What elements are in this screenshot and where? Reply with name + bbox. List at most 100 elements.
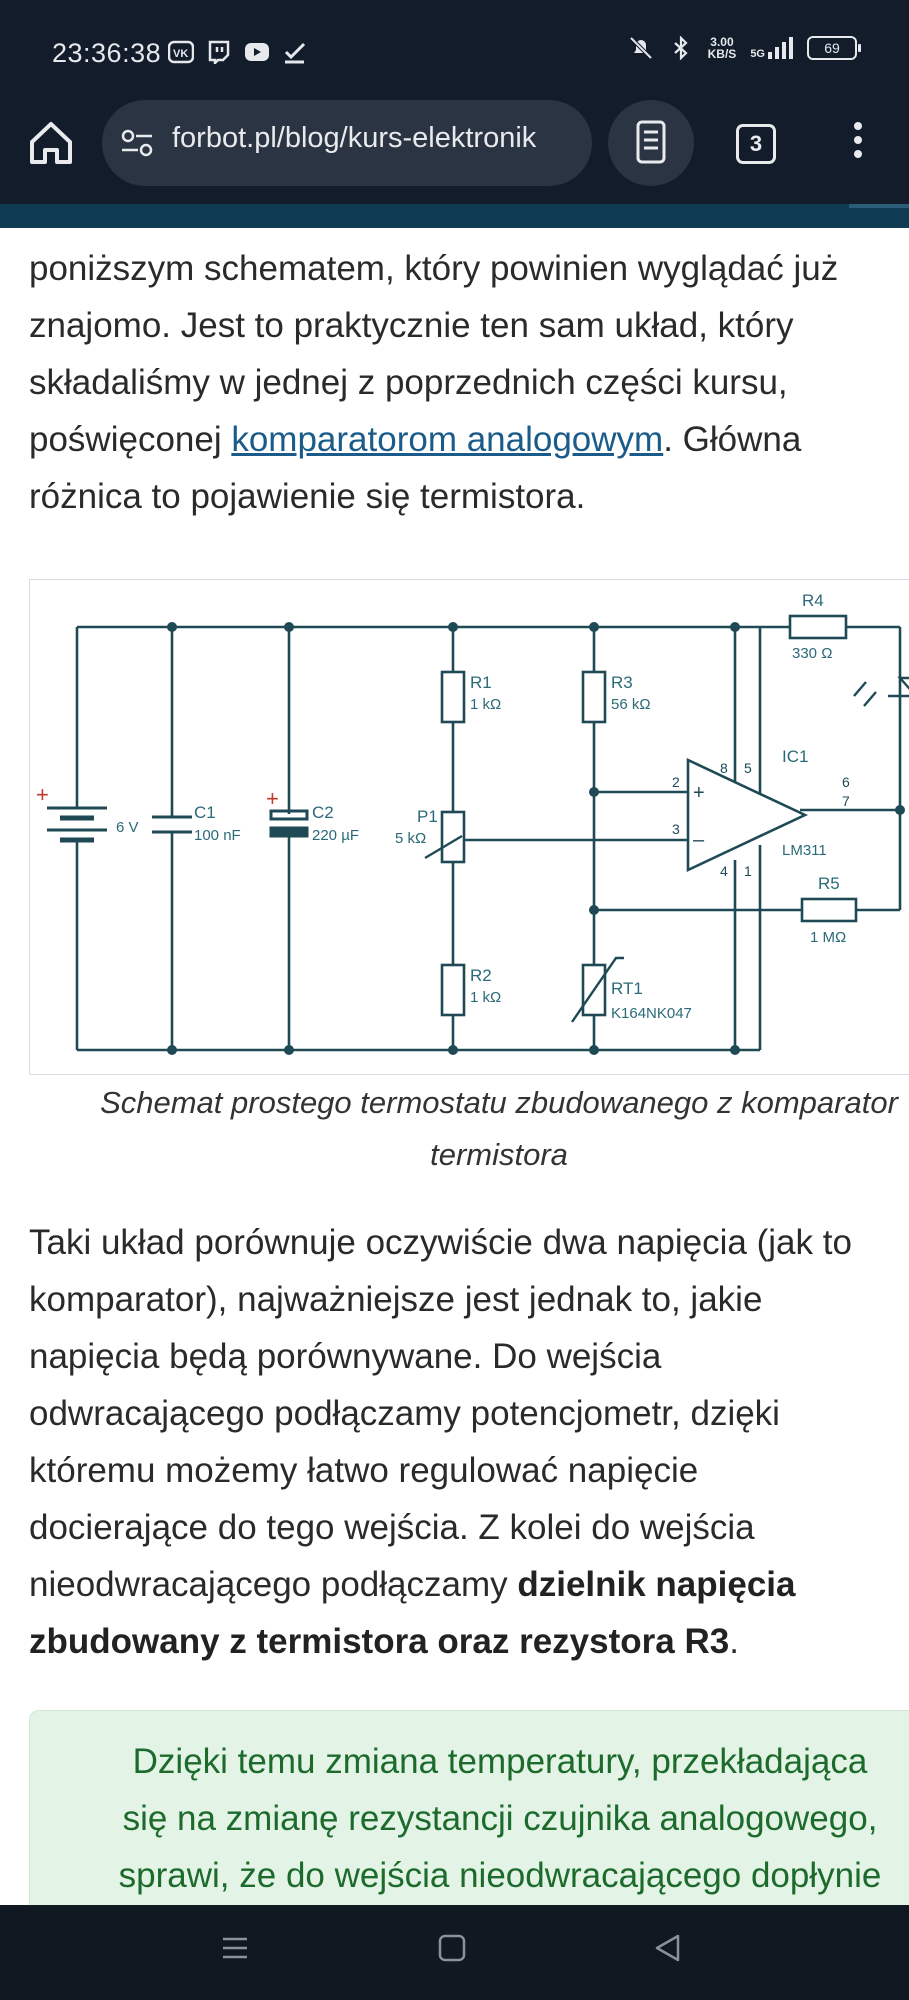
r1-name-label: R1 (470, 673, 492, 692)
pin-5-label: 5 (744, 760, 752, 776)
text-line: znajomo. Jest to praktycznie ten sam ukł… (29, 306, 794, 345)
network-speed-value: 3.00 (710, 35, 734, 49)
battery-voltage-label: 6 V (116, 819, 139, 836)
p1-name-label: P1 (417, 807, 438, 826)
r2-value-label: 1 kΩ (470, 989, 501, 1006)
pin-7-label: 7 (842, 793, 850, 809)
text-line: zbudowany z termistora oraz rezystora R3… (29, 1613, 852, 1670)
text-line: składaliśmy w jednej z poprzednich częśc… (29, 363, 788, 402)
c1-name-label: C1 (194, 803, 216, 822)
resistor-r4-symbol (788, 614, 848, 640)
resistor-r2-symbol (440, 963, 466, 1017)
info-callout: Dzięki temu zmiana temperatury, przekład… (29, 1710, 909, 1912)
capacitor-c1-symbol (152, 815, 192, 834)
text-span: poświęconej (29, 420, 232, 459)
network-speed: 3.00 KB/S (708, 36, 737, 60)
p1-value-label: 5 kΩ (395, 830, 426, 847)
text-span: . (729, 1622, 739, 1661)
bold-text: dzielnik napięcia (517, 1565, 796, 1604)
junction-dots (167, 622, 905, 1055)
r4-value-label: 330 Ω (792, 645, 832, 662)
resistor-r1-symbol (440, 670, 466, 724)
c2-name-label: C2 (312, 803, 334, 822)
wires (75, 625, 902, 1052)
home-icon[interactable] (26, 118, 76, 168)
thermostat-schematic: + 6 V C1 100 nF + C2 220 µF R1 1 kΩ P1 5… (36, 591, 909, 1055)
resistor-r5-symbol (800, 897, 858, 923)
text-line: odwracającego podłączamy potencjometr, d… (29, 1394, 780, 1433)
text-span: . Główna (663, 420, 802, 459)
mute-icon (629, 36, 653, 60)
text-line: nieodwracającego podłączamy dzielnik nap… (29, 1556, 852, 1613)
pin-3-label: 3 (672, 821, 680, 837)
callout-text: Dzięki temu zmiana temperatury, przekład… (60, 1733, 909, 1904)
recent-apps-icon[interactable] (220, 1933, 250, 1963)
potentiometer-p1-symbol (440, 810, 466, 864)
site-settings-icon[interactable] (120, 128, 154, 158)
capacitor-c2-symbol (269, 809, 309, 838)
notification-icons: VK (168, 40, 308, 64)
inverting-input-sign: – (693, 829, 705, 851)
svg-text:VK: VK (173, 48, 188, 60)
clock: 23:36:38 (52, 38, 162, 68)
reader-mode-button[interactable] (608, 100, 694, 186)
text-line: różnica to pojawienie się termistora. (29, 477, 586, 516)
text-line: komparator), najważniejsze jest jednak t… (29, 1280, 763, 1319)
comparator-ic1-symbol (686, 757, 809, 873)
site-header-strip (0, 204, 909, 228)
twitch-icon (208, 40, 230, 64)
text-line: napięcia będą porównywane. Do wejścia (29, 1337, 662, 1376)
pin-4-label: 4 (720, 863, 728, 879)
thermistor-slash (571, 956, 624, 1023)
paragraph-intro: poniższym schematem, który powinien wygl… (29, 240, 838, 525)
r3-name-label: R3 (611, 673, 633, 692)
r2-name-label: R2 (470, 966, 492, 985)
text-line: poniższym schematem, który powinien wygl… (29, 249, 839, 288)
vk-icon: VK (168, 40, 194, 64)
url-text[interactable]: forbot.pl/blog/kurs-elektronik (172, 122, 537, 154)
tab-switcher-button[interactable]: 3 (736, 124, 776, 164)
link-komparatorom-analogowym[interactable]: komparatorom analogowym (231, 420, 664, 459)
pin-6-label: 6 (842, 774, 850, 790)
callout-line: się na zmianę rezystancji czujnika analo… (122, 1799, 878, 1838)
text-line: docierające do tego wejścia. Z kolei do … (29, 1508, 755, 1547)
youtube-icon (245, 43, 269, 61)
schematic-figure[interactable]: + 6 V C1 100 nF + C2 220 µF R1 1 kΩ P1 5… (29, 579, 909, 1075)
paragraph-explanation: Taki układ porównuje oczywiście dwa napi… (29, 1214, 852, 1670)
address-bar[interactable]: forbot.pl/blog/kurs-elektronik (102, 100, 592, 186)
r1-value-label: 1 kΩ (470, 696, 501, 713)
callout-line: sprawi, że do wejścia nieodwracającego d… (118, 1856, 882, 1895)
system-icons: 3.00 KB/S 5G 69 (628, 36, 861, 60)
noninverting-input-sign: + (693, 782, 705, 804)
c1-value-label: 100 nF (194, 827, 241, 844)
home-nav-icon[interactable] (437, 1933, 467, 1963)
caption-line: Schemat prostego termostatu zbudowanego … (100, 1085, 898, 1120)
text-line: poświęconej komparatorom analogowym. Głó… (29, 411, 838, 468)
r5-name-label: R5 (818, 874, 840, 893)
status-bar: 23:36:38 VK 3.00 KB/S 5G 69 (0, 0, 909, 100)
pin-2-label: 2 (672, 774, 680, 790)
ic1-name-label: IC1 (782, 747, 808, 766)
text-span: nieodwracającego podłączamy (29, 1565, 518, 1604)
download-done-icon (284, 42, 306, 64)
rt1-name-label: RT1 (611, 979, 643, 998)
r3-value-label: 56 kΩ (611, 696, 651, 713)
resistor-r3-symbol (581, 670, 607, 724)
network-type: 5G (750, 48, 765, 60)
signal-icon (768, 37, 793, 59)
text-line: Taki układ porównuje oczywiście dwa napi… (29, 1223, 852, 1262)
bold-text: zbudowany z termistora oraz rezystora R3 (29, 1622, 730, 1661)
network-speed-unit: KB/S (707, 47, 737, 61)
figure-caption: Schemat prostego termostatu zbudowanego … (29, 1077, 909, 1181)
back-nav-icon[interactable] (652, 1933, 682, 1963)
battery-indicator: 69 (807, 36, 861, 60)
overflow-menu-icon[interactable] (850, 122, 866, 166)
callout-line: Dzięki temu zmiana temperatury, przekład… (132, 1742, 868, 1781)
c2-plus-sign: + (266, 786, 279, 811)
browser-toolbar: forbot.pl/blog/kurs-elektronik 3 (0, 100, 909, 204)
battery-symbol (47, 806, 107, 843)
pin-1-label: 1 (744, 863, 752, 879)
r5-value-label: 1 MΩ (810, 929, 846, 946)
battery-plus-sign: + (36, 782, 49, 807)
reader-mode-icon (636, 120, 666, 164)
